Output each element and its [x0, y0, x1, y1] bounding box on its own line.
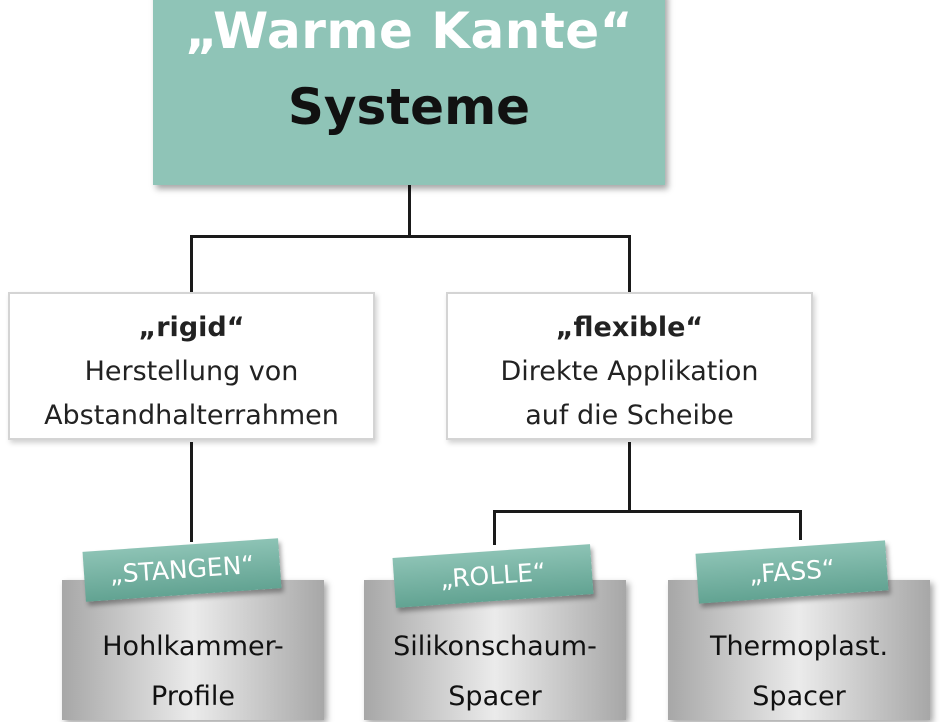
connector-flexible-down — [628, 442, 631, 512]
root-subtitle: Systeme — [287, 78, 531, 136]
branch-text-line: auf die Scheibe — [525, 400, 734, 431]
leaf-text-line: Profile — [151, 681, 235, 712]
connector-branch-bar — [190, 235, 631, 238]
leaf-node-stangen: Hohlkammer- Profile — [62, 580, 324, 720]
leaf-node-rolle: Silikonschaum- Spacer — [364, 580, 626, 720]
branch-node-flexible: „flexible“ Direkte Applikation auf die S… — [446, 292, 813, 440]
connector-root-down — [408, 185, 411, 237]
branch-text-line: Direkte Applikation — [500, 356, 759, 387]
root-node: „Warme Kante“ Systeme — [153, 0, 665, 185]
leaf-text-line: Spacer — [752, 681, 846, 712]
leaf-text-line: Spacer — [448, 681, 542, 712]
leaf-text-line: Hohlkammer- — [102, 631, 284, 662]
leaf-text-line: Silikonschaum- — [393, 631, 597, 662]
leaf-text-line: Thermoplast. — [709, 631, 889, 662]
branch-text-line: Herstellung von — [84, 356, 299, 387]
branch-heading: „flexible“ — [555, 312, 704, 343]
leaf-node-fass: Thermoplast. Spacer — [668, 580, 930, 720]
branch-node-rigid: „rigid“ Herstellung von Abstandhalterrah… — [8, 292, 375, 440]
root-title: „Warme Kante“ — [184, 2, 634, 60]
connector-leaf-bar — [493, 510, 802, 513]
connector-to-rigid — [190, 235, 193, 293]
connector-to-fass — [799, 510, 802, 540]
branch-text-line: Abstandhalterrahmen — [44, 400, 339, 431]
connector-rigid-to-stangen — [190, 442, 193, 542]
connector-to-flexible — [628, 235, 631, 293]
connector-to-rolle — [493, 510, 496, 545]
branch-heading: „rigid“ — [138, 312, 245, 343]
